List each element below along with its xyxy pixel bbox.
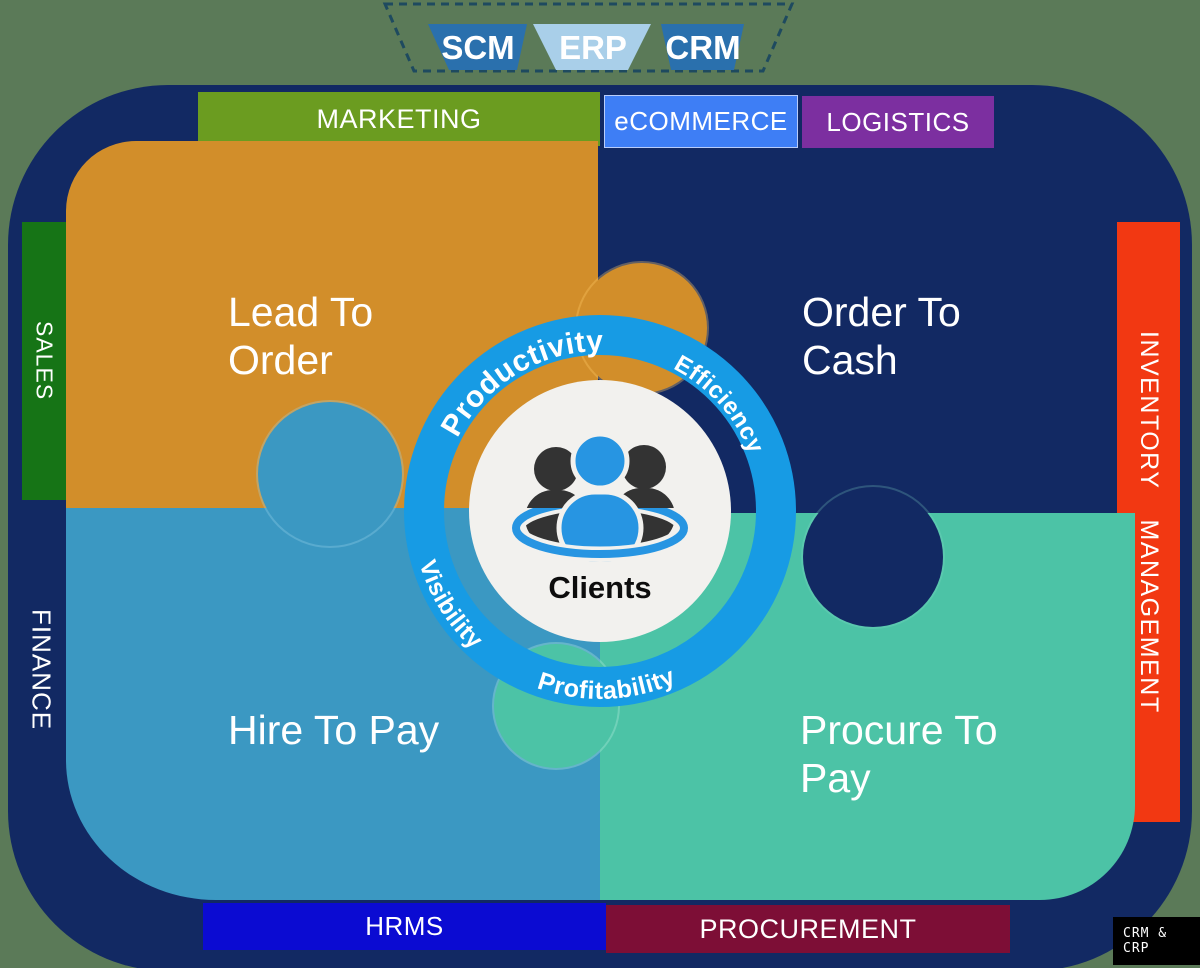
procurement-label: PROCUREMENT — [699, 913, 917, 944]
hrms-bar: HRMS — [203, 903, 606, 950]
sales-bar: SALES — [22, 222, 66, 500]
hire-to-pay-knob — [258, 402, 402, 546]
crm-label: CRM — [665, 29, 740, 66]
blue-ring — [404, 315, 796, 707]
clients-medallion: Clients Productivity Efficiency Visibili… — [404, 315, 796, 707]
clients-label: Clients — [548, 570, 651, 605]
crm-crp-badge: CRM & CRP — [1113, 917, 1200, 965]
hrms-label: HRMS — [365, 911, 444, 941]
order-to-cash-knob — [803, 487, 943, 627]
erp-label: ERP — [559, 29, 627, 66]
finance-label: FINANCE — [26, 609, 57, 731]
sales-label: SALES — [31, 321, 58, 401]
scm-label: SCM — [441, 29, 514, 66]
hire-to-pay-caption: Hire To Pay — [228, 707, 440, 753]
finance-label-area: FINANCE — [16, 585, 66, 755]
order-to-cash-caption: Order To Cash — [802, 289, 961, 383]
scm-erp-crm-funnel: SCM ERP CRM — [382, 2, 795, 73]
logistics-bar: LOGISTICS — [802, 96, 994, 148]
procure-to-pay-caption: Procure To Pay — [800, 707, 998, 801]
inventory-management-label: INVENTORY MANAGEMENT — [1135, 330, 1163, 714]
scm-trapezoid — [428, 24, 527, 70]
crm-trapezoid — [661, 24, 744, 70]
ecommerce-label: eCOMMERCE — [614, 106, 788, 136]
procurement-bar: PROCUREMENT — [606, 905, 1010, 953]
clients-group-icon — [508, 431, 692, 567]
ecommerce-bar: eCOMMERCE — [604, 95, 798, 148]
marketing-bar: MARKETING — [198, 92, 600, 146]
marketing-label: MARKETING — [316, 103, 482, 134]
erp-trapezoid — [533, 24, 651, 70]
funnel-dashed-outline — [382, 2, 795, 73]
logistics-label: LOGISTICS — [826, 106, 970, 137]
lead-to-order-caption: Lead To Order — [228, 289, 374, 383]
